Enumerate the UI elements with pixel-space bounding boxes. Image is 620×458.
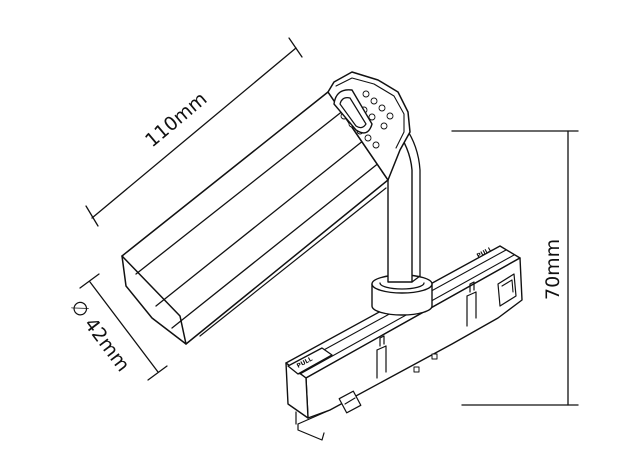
lamp-head xyxy=(121,71,411,345)
height-label: 70mm xyxy=(542,239,564,300)
stem-collar xyxy=(371,274,433,316)
length-label: 110mm xyxy=(141,88,211,152)
diameter-label: ∅ 42mm xyxy=(66,296,134,376)
height-dimension: 70mm xyxy=(451,130,579,406)
